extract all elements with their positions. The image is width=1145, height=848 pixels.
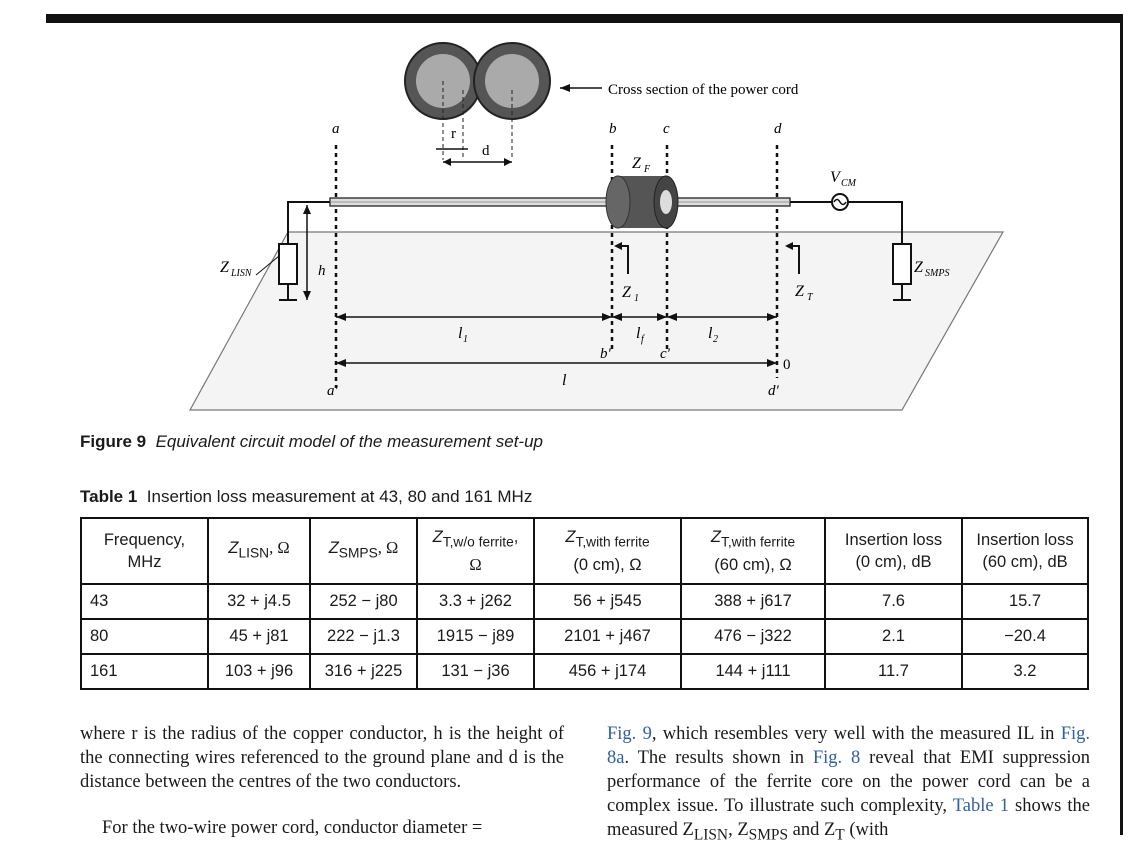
lf-sub: f bbox=[641, 334, 645, 345]
cross-section-label: Cross section of the power cord bbox=[608, 82, 799, 98]
table-caption-label: Table 1 bbox=[80, 487, 138, 506]
left-paragraph: where r is the radius of the copper cond… bbox=[80, 724, 564, 792]
ferrite-core-icon bbox=[605, 175, 679, 229]
table-cell: 388 + j617 bbox=[680, 583, 826, 620]
z1-sub: 1 bbox=[634, 293, 639, 304]
label-a: a bbox=[332, 121, 340, 137]
zsmps-label: Z bbox=[914, 259, 924, 276]
vcm-label: V bbox=[830, 169, 842, 186]
l-label: l bbox=[562, 372, 567, 389]
l2-label: l bbox=[708, 325, 713, 342]
label-b-prime: b' bbox=[600, 346, 612, 362]
right-rule bbox=[1120, 14, 1123, 835]
zt-label: Z bbox=[795, 283, 805, 300]
table-caption-text: Insertion loss measurement at 43, 80 and… bbox=[146, 487, 533, 506]
table-cell: 2101 + j467 bbox=[533, 618, 682, 655]
table-cell: 131 − j36 bbox=[416, 653, 535, 690]
label-d-prime: d' bbox=[768, 383, 780, 399]
right-text-6: and Z bbox=[788, 820, 836, 840]
label-c: c bbox=[663, 121, 670, 137]
l1-sub: 1 bbox=[463, 334, 468, 345]
table-cell: 103 + j96 bbox=[207, 653, 311, 690]
l1-label: l bbox=[458, 325, 463, 342]
table-cell: 56 + j545 bbox=[533, 583, 682, 620]
table-header-row: Frequency,MHz ZLISN, Ω ZSMPS, Ω ZT,w/o f… bbox=[80, 517, 1089, 585]
col-header-zsmps: ZSMPS, Ω bbox=[309, 517, 418, 585]
table-cell: 80 bbox=[80, 618, 209, 655]
table-cell: 43 bbox=[80, 583, 209, 620]
label-d: d bbox=[774, 121, 782, 137]
fig9-link[interactable]: Fig. 9 bbox=[607, 724, 652, 744]
fig8a-link[interactable]: Fig. 8a bbox=[607, 724, 1090, 768]
table-cell: 161 bbox=[80, 653, 209, 690]
circuit-figure: Cross section of the power cord r d a b … bbox=[188, 42, 1005, 411]
table-cell: 316 + j225 bbox=[309, 653, 418, 690]
table-cell: 32 + j4.5 bbox=[207, 583, 311, 620]
table-cell: 15.7 bbox=[961, 583, 1089, 620]
fig8-link[interactable]: Fig. 8 bbox=[812, 748, 861, 768]
zf-label: Z bbox=[632, 155, 642, 172]
right-text-1: , which resembles very well with the mea… bbox=[651, 724, 1061, 744]
table-row: 43 32 + j4.5 252 − j80 3.3 + j262 56 + j… bbox=[80, 583, 1089, 620]
table1-link[interactable]: Table 1 bbox=[952, 796, 1009, 816]
label-b: b bbox=[609, 121, 617, 137]
table-cell: 252 − j80 bbox=[309, 583, 418, 620]
right-text-7: (with bbox=[844, 820, 889, 840]
vcm-sub: CM bbox=[841, 178, 857, 189]
table-cell: 144 + j111 bbox=[680, 653, 826, 690]
zlisn-label: Z bbox=[220, 259, 230, 276]
col-header-frequency: Frequency,MHz bbox=[80, 517, 209, 585]
zlisn-sub: LISN bbox=[230, 268, 253, 279]
lf-label: l bbox=[636, 325, 641, 342]
figure-caption-text: Equivalent circuit model of the measurem… bbox=[155, 432, 543, 451]
figure-caption-label: Figure 9 bbox=[80, 432, 147, 451]
zsmps-sub: SMPS bbox=[925, 268, 949, 279]
right-text-3: reveal that EMI suppression performance … bbox=[607, 748, 1090, 816]
ground-plane bbox=[188, 231, 1005, 411]
insertion-loss-table: Frequency,MHz ZLISN, Ω ZSMPS, Ω ZT,w/o f… bbox=[80, 517, 1089, 690]
col-header-il-60cm: Insertion loss(60 cm), dB bbox=[961, 517, 1089, 585]
left-paragraph-2: For the two-wire power cord, conductor d… bbox=[102, 818, 483, 838]
table-cell: 3.3 + j262 bbox=[416, 583, 535, 620]
col-header-zt-without-ferrite: ZT,w/o ferrite,Ω bbox=[416, 517, 535, 585]
col-header-zlisn: ZLISN, Ω bbox=[207, 517, 311, 585]
label-a-prime: a' bbox=[327, 383, 339, 399]
right-text-5: , Z bbox=[728, 820, 749, 840]
table-cell: 1915 − j89 bbox=[416, 618, 535, 655]
table-row: 161 103 + j96 316 + j225 131 − j36 456 +… bbox=[80, 653, 1089, 690]
table-cell: 3.2 bbox=[961, 653, 1089, 690]
zf-sub: F bbox=[643, 164, 651, 175]
table-row: 80 45 + j81 222 − j1.3 1915 − j89 2101 +… bbox=[80, 618, 1089, 655]
z1-label: Z bbox=[622, 284, 632, 301]
zt-sub: T bbox=[807, 292, 814, 303]
label-c-prime: c' bbox=[660, 346, 671, 362]
right-sub-3: T bbox=[835, 826, 845, 844]
table-cell: −20.4 bbox=[961, 618, 1089, 655]
col-header-zt-with-ferrite-60cm: ZT,with ferrite(60 cm), Ω bbox=[680, 517, 826, 585]
l2-sub: 2 bbox=[713, 334, 718, 345]
h-label: h bbox=[318, 263, 326, 279]
zero-label: 0 bbox=[783, 357, 791, 373]
right-text-2: . The results shown in bbox=[624, 748, 813, 768]
col-header-zt-with-ferrite-0cm: ZT,with ferrite(0 cm), Ω bbox=[533, 517, 682, 585]
table-cell: 45 + j81 bbox=[207, 618, 311, 655]
cross-section-icon bbox=[404, 42, 551, 166]
table-cell: 476 − j322 bbox=[680, 618, 826, 655]
figure-caption: Figure 9 Equivalent circuit model of the… bbox=[80, 432, 543, 452]
right-sub-1: LISN bbox=[693, 826, 729, 844]
d-distance-label: d bbox=[482, 143, 490, 159]
right-paragraph: Fig. 9, which resembles very well with t… bbox=[607, 722, 1090, 848]
right-sub-2: SMPS bbox=[748, 826, 789, 844]
r-label: r bbox=[451, 126, 456, 142]
table-cell: 456 + j174 bbox=[533, 653, 682, 690]
table-caption: Table 1 Insertion loss measurement at 43… bbox=[80, 487, 532, 507]
top-rule bbox=[46, 14, 1123, 23]
col-header-il-0cm: Insertion loss(0 cm), dB bbox=[824, 517, 963, 585]
table-cell: 7.6 bbox=[824, 583, 963, 620]
table-cell: 2.1 bbox=[824, 618, 963, 655]
table-cell: 11.7 bbox=[824, 653, 963, 690]
table-cell: 222 − j1.3 bbox=[309, 618, 418, 655]
